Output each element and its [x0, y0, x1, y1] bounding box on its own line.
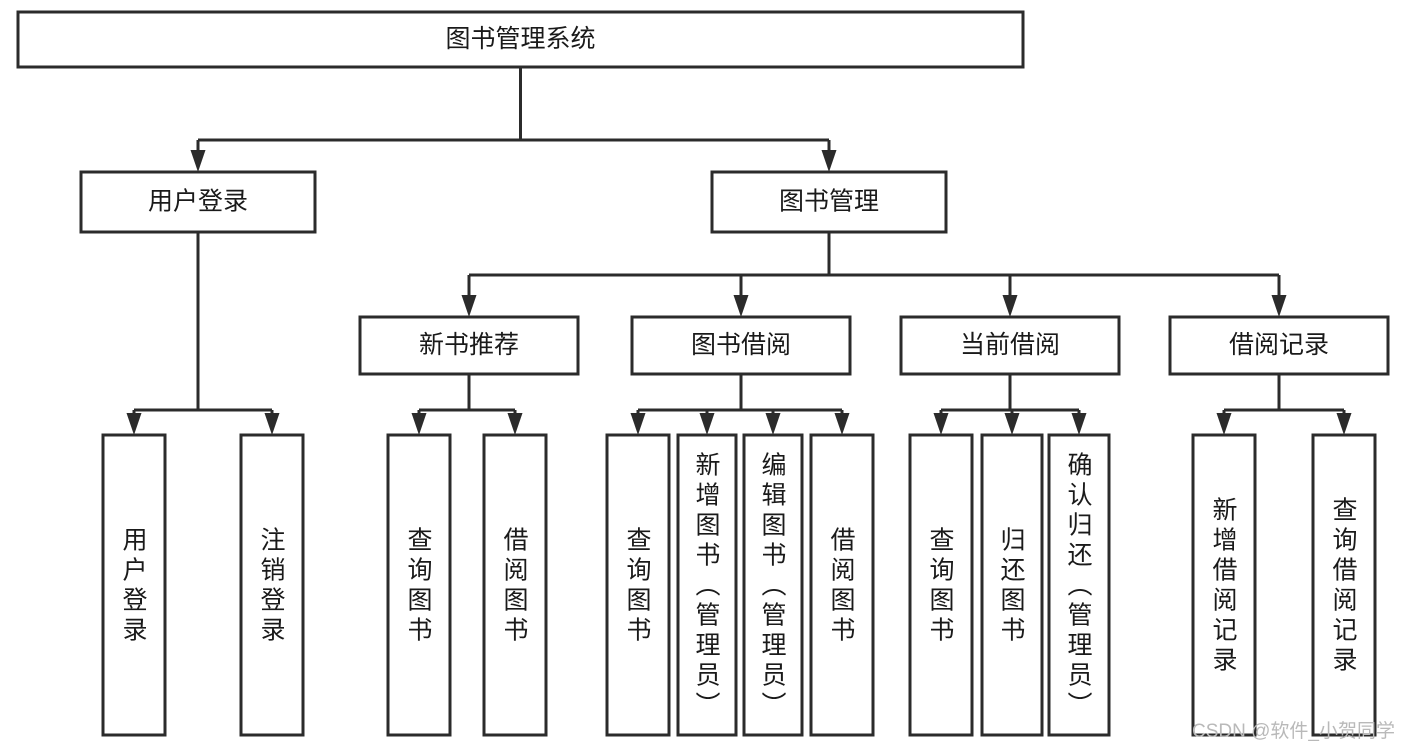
node-leaf_06[interactable]: 新增图书︵管理员︶: [676, 433, 738, 737]
node-l2_c[interactable]: 当前借阅: [899, 315, 1121, 376]
node-leaf_02[interactable]: 注销登录: [239, 433, 305, 737]
node-label-l1_b: 图书管理: [779, 188, 879, 216]
node-box-l2_b: [630, 315, 852, 376]
node-label-l2_c: 当前借阅: [960, 331, 1060, 359]
node-box-leaf_10: [980, 433, 1044, 737]
node-leaf_13[interactable]: 查询借阅记录: [1311, 433, 1377, 737]
node-leaf_07[interactable]: 编辑图书︵管理员︶: [742, 433, 804, 737]
node-label-leaf_08: 借阅图书: [830, 526, 855, 644]
node-leaf_11[interactable]: 确认归还︵管理员︶: [1047, 433, 1111, 737]
node-label-l2_d: 借阅记录: [1229, 331, 1329, 359]
node-leaf_04[interactable]: 借阅图书: [482, 433, 548, 737]
node-box-leaf_09: [908, 433, 974, 737]
node-l2_b[interactable]: 图书借阅: [630, 315, 852, 376]
node-label-leaf_04: 借阅图书: [503, 526, 528, 644]
node-box-leaf_11: [1047, 433, 1111, 737]
node-label-root: 图书管理系统: [445, 25, 595, 53]
node-leaf_01[interactable]: 用户登录: [101, 433, 167, 737]
node-label-leaf_02: 注销登录: [260, 526, 285, 644]
node-label-leaf_07: 编辑图书︵管理员︶: [761, 451, 786, 719]
node-label-leaf_03: 查询图书: [407, 526, 432, 644]
node-box-l2_a: [358, 315, 580, 376]
node-label-leaf_05: 查询图书: [626, 526, 651, 644]
node-box-leaf_02: [239, 433, 305, 737]
node-l2_a[interactable]: 新书推荐: [358, 315, 580, 376]
node-label-l2_b: 图书借阅: [691, 331, 791, 359]
node-l1_a[interactable]: 用户登录: [79, 170, 317, 234]
node-box-leaf_03: [386, 433, 452, 737]
node-box-leaf_06: [676, 433, 738, 737]
node-leaf_03[interactable]: 查询图书: [386, 433, 452, 737]
node-box-leaf_01: [101, 433, 167, 737]
node-leaf_08[interactable]: 借阅图书: [809, 433, 875, 737]
node-label-leaf_09: 查询图书: [929, 526, 954, 644]
node-label-leaf_10: 归还图书: [1000, 526, 1025, 644]
node-l2_d[interactable]: 借阅记录: [1168, 315, 1390, 376]
node-leaf_05[interactable]: 查询图书: [605, 433, 671, 737]
node-box-l2_c: [899, 315, 1121, 376]
node-label-leaf_11: 确认归还︵管理员︶: [1067, 451, 1092, 719]
connector-layer: [126, 67, 1352, 435]
node-layer: 图书管理系统用户登录图书管理新书推荐图书借阅当前借阅借阅记录用户登录注销登录查询…: [16, 10, 1390, 737]
node-leaf_09[interactable]: 查询图书: [908, 433, 974, 737]
node-box-l1_b: [710, 170, 948, 234]
node-label-leaf_13: 查询借阅记录: [1332, 496, 1357, 674]
node-label-leaf_12: 新增借阅记录: [1212, 496, 1237, 674]
node-root[interactable]: 图书管理系统: [16, 10, 1025, 69]
node-box-leaf_04: [482, 433, 548, 737]
node-leaf_12[interactable]: 新增借阅记录: [1191, 433, 1257, 737]
node-box-leaf_12: [1191, 433, 1257, 737]
node-box-l2_d: [1168, 315, 1390, 376]
node-label-leaf_01: 用户登录: [122, 526, 147, 644]
node-label-l1_a: 用户登录: [148, 188, 248, 216]
node-box-leaf_07: [742, 433, 804, 737]
node-box-leaf_05: [605, 433, 671, 737]
node-label-leaf_06: 新增图书︵管理员︶: [695, 451, 720, 719]
node-box-root: [16, 10, 1025, 69]
node-box-l1_a: [79, 170, 317, 234]
node-leaf_10[interactable]: 归还图书: [980, 433, 1044, 737]
node-l1_b[interactable]: 图书管理: [710, 170, 948, 234]
node-box-leaf_08: [809, 433, 875, 737]
node-label-l2_a: 新书推荐: [419, 331, 519, 359]
node-box-leaf_13: [1311, 433, 1377, 737]
